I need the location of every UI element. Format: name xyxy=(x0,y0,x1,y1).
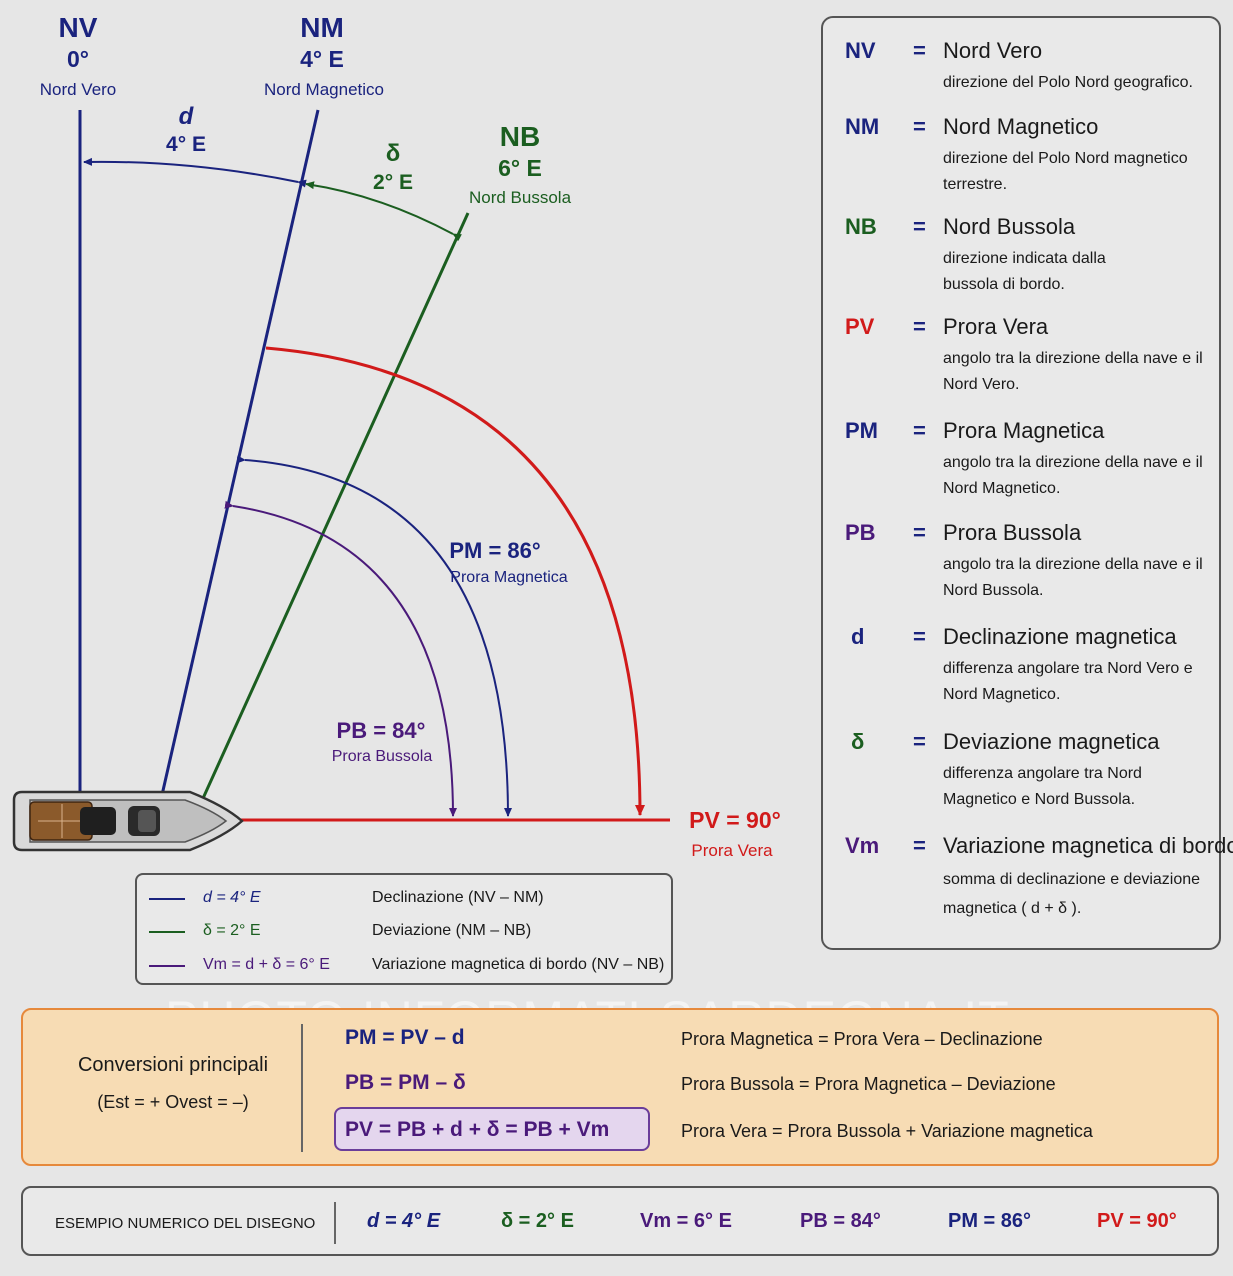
pv-arc xyxy=(265,346,645,816)
legend-equals: = xyxy=(913,729,926,754)
legend-desc: angolo tra la direzione della nave e il … xyxy=(943,454,1203,497)
legend-symbol: PM xyxy=(845,418,878,443)
nv-value: 0° xyxy=(67,46,89,72)
legend-desc: somma di declinazione e deviazione magne… xyxy=(943,871,1201,917)
declination-arc xyxy=(83,157,307,188)
example-panel: ESEMPIO NUMERICO DEL DISEGNO d = 4° E δ … xyxy=(21,1186,1219,1256)
example-pm: PM = 86° xyxy=(948,1210,1032,1232)
example-d: d = 4° E xyxy=(367,1210,441,1232)
nm-line xyxy=(160,109,320,796)
boat-icon xyxy=(12,790,244,852)
key-line-purple xyxy=(149,965,185,967)
example-pv: PV = 90° xyxy=(1097,1210,1177,1232)
conversion-text-pb: Prora Bussola = Prora Magnetica – Deviaz… xyxy=(681,1074,1056,1094)
example-vm: Vm = 6° E xyxy=(640,1210,732,1232)
nv-name: Nord Vero xyxy=(40,80,117,99)
d-symbol: d xyxy=(179,103,195,130)
legend-desc: direzione del Polo Nord geografico. xyxy=(943,74,1193,91)
legend-title: Nord Bussola xyxy=(943,214,1076,239)
key-line-green xyxy=(149,931,185,933)
legend-title: Deviazione magnetica xyxy=(943,729,1160,754)
example-pb: PB = 84° xyxy=(800,1210,881,1232)
nb-label: NB xyxy=(500,121,540,152)
legend-symbol: Vm xyxy=(845,833,880,858)
key-row-deviation: δ = 2° E Deviazione (NM – NB) xyxy=(137,920,671,944)
deviation-arc xyxy=(305,181,462,242)
conversion-formula-pb: PB = PM – δ xyxy=(345,1071,466,1094)
pm-name: Prora Magnetica xyxy=(450,569,567,586)
example-divider xyxy=(334,1202,336,1244)
example-label: ESEMPIO NUMERICO DEL DISEGNO xyxy=(55,1215,316,1232)
delta-symbol: δ xyxy=(386,140,401,167)
legend-equals: = xyxy=(913,114,926,139)
delta-value: 2° E xyxy=(373,171,413,194)
nb-line xyxy=(198,212,470,806)
conversions-subtitle: (Est = + Ovest = –) xyxy=(97,1092,249,1112)
legend-symbol: NM xyxy=(845,114,880,139)
example-delta: δ = 2° E xyxy=(501,1210,574,1232)
key-line-blue xyxy=(149,898,185,900)
legend-title: Nord Vero xyxy=(943,38,1043,63)
conversion-formula-pv: PV = PB + d + δ = PB + Vm xyxy=(345,1118,610,1141)
key-row-variation: Vm = d + δ = 6° E Variazione magnetica d… xyxy=(137,954,671,978)
pv-name: Prora Vera xyxy=(691,841,773,860)
key-desc: Deviazione (NM – NB) xyxy=(372,922,532,939)
legend-equals: = xyxy=(913,214,926,239)
pm-value: PM = 86° xyxy=(449,538,540,563)
legend-title: Prora Magnetica xyxy=(943,418,1105,443)
nv-label: NV xyxy=(59,12,98,43)
nb-value: 6° E xyxy=(498,155,542,181)
legend-desc: angolo tra la direzione della nave e il … xyxy=(943,350,1203,393)
pb-name: Prora Bussola xyxy=(332,748,433,765)
legend-desc: differenza angolare tra Nord Vero e Nord… xyxy=(943,660,1193,703)
legend-title: Variazione magnetica di bordo xyxy=(943,833,1233,858)
legend-desc: direzione del Polo Nord magnetico terres… xyxy=(943,150,1188,193)
key-formula: Vm = d + δ = 6° E xyxy=(203,956,330,973)
nm-value: 4° E xyxy=(300,46,344,72)
legend-symbol: NB xyxy=(845,214,877,239)
legend-equals: = xyxy=(913,624,926,649)
legend-equals: = xyxy=(913,833,926,858)
legend-symbol: PV xyxy=(845,314,875,339)
legend-equals: = xyxy=(913,418,926,443)
legend-desc: differenza angolare tra Nord Magnetico e… xyxy=(943,765,1142,808)
pv-value: PV = 90° xyxy=(689,807,781,833)
pb-arc xyxy=(224,500,457,817)
conversions-panel: Conversioni principali (Est = + Ovest = … xyxy=(21,1008,1219,1166)
key-desc: Declinazione (NV – NM) xyxy=(372,889,544,906)
key-row-declination: d = 4° E Declinazione (NV – NM) xyxy=(137,887,671,911)
legend-panel: NV = Nord Vero direzione del Polo Nord g… xyxy=(821,16,1233,950)
conversion-text-pm: Prora Magnetica = Prora Vera – Declinazi… xyxy=(681,1029,1043,1049)
legend-symbol: δ xyxy=(851,729,865,754)
legend-desc: angolo tra la direzione della nave e il … xyxy=(943,556,1203,599)
d-value: 4° E xyxy=(166,133,206,156)
legend-symbol: d xyxy=(851,624,865,649)
key-formula: d = 4° E xyxy=(203,889,261,906)
nm-name: Nord Magnetico xyxy=(264,80,384,99)
conversion-formula-pm: PM = PV – d xyxy=(345,1026,465,1049)
legend-title: Prora Vera xyxy=(943,314,1049,339)
legend-equals: = xyxy=(913,314,926,339)
legend-desc: direzione indicata dalla bussola di bord… xyxy=(943,250,1106,293)
legend-equals: = xyxy=(913,520,926,545)
conversions-divider xyxy=(301,1024,303,1152)
conversion-highlight-box xyxy=(334,1107,650,1151)
nb-name: Nord Bussola xyxy=(469,188,572,207)
conversion-text-pv: Prora Vera = Prora Bussola + Variazione … xyxy=(681,1121,1093,1141)
key-panel: d = 4° E Declinazione (NV – NM) δ = 2° E… xyxy=(135,873,673,985)
conversions-title: Conversioni principali xyxy=(77,1054,269,1076)
compass-diagram: NV 0° Nord Vero NM 4° E Nord Magnetico N… xyxy=(12,12,781,860)
key-desc: Variazione magnetica di bordo (NV – NB) xyxy=(372,956,665,973)
legend-title: Prora Bussola xyxy=(943,520,1082,545)
legend-equals: = xyxy=(913,38,926,63)
legend-title: Nord Magnetico xyxy=(943,114,1099,139)
nm-label: NM xyxy=(300,12,344,43)
legend-title: Declinazione magnetica xyxy=(943,624,1177,649)
legend-symbol: NV xyxy=(845,38,876,63)
legend-symbol: PB xyxy=(845,520,876,545)
pb-value: PB = 84° xyxy=(337,718,426,743)
key-formula: δ = 2° E xyxy=(203,922,261,939)
